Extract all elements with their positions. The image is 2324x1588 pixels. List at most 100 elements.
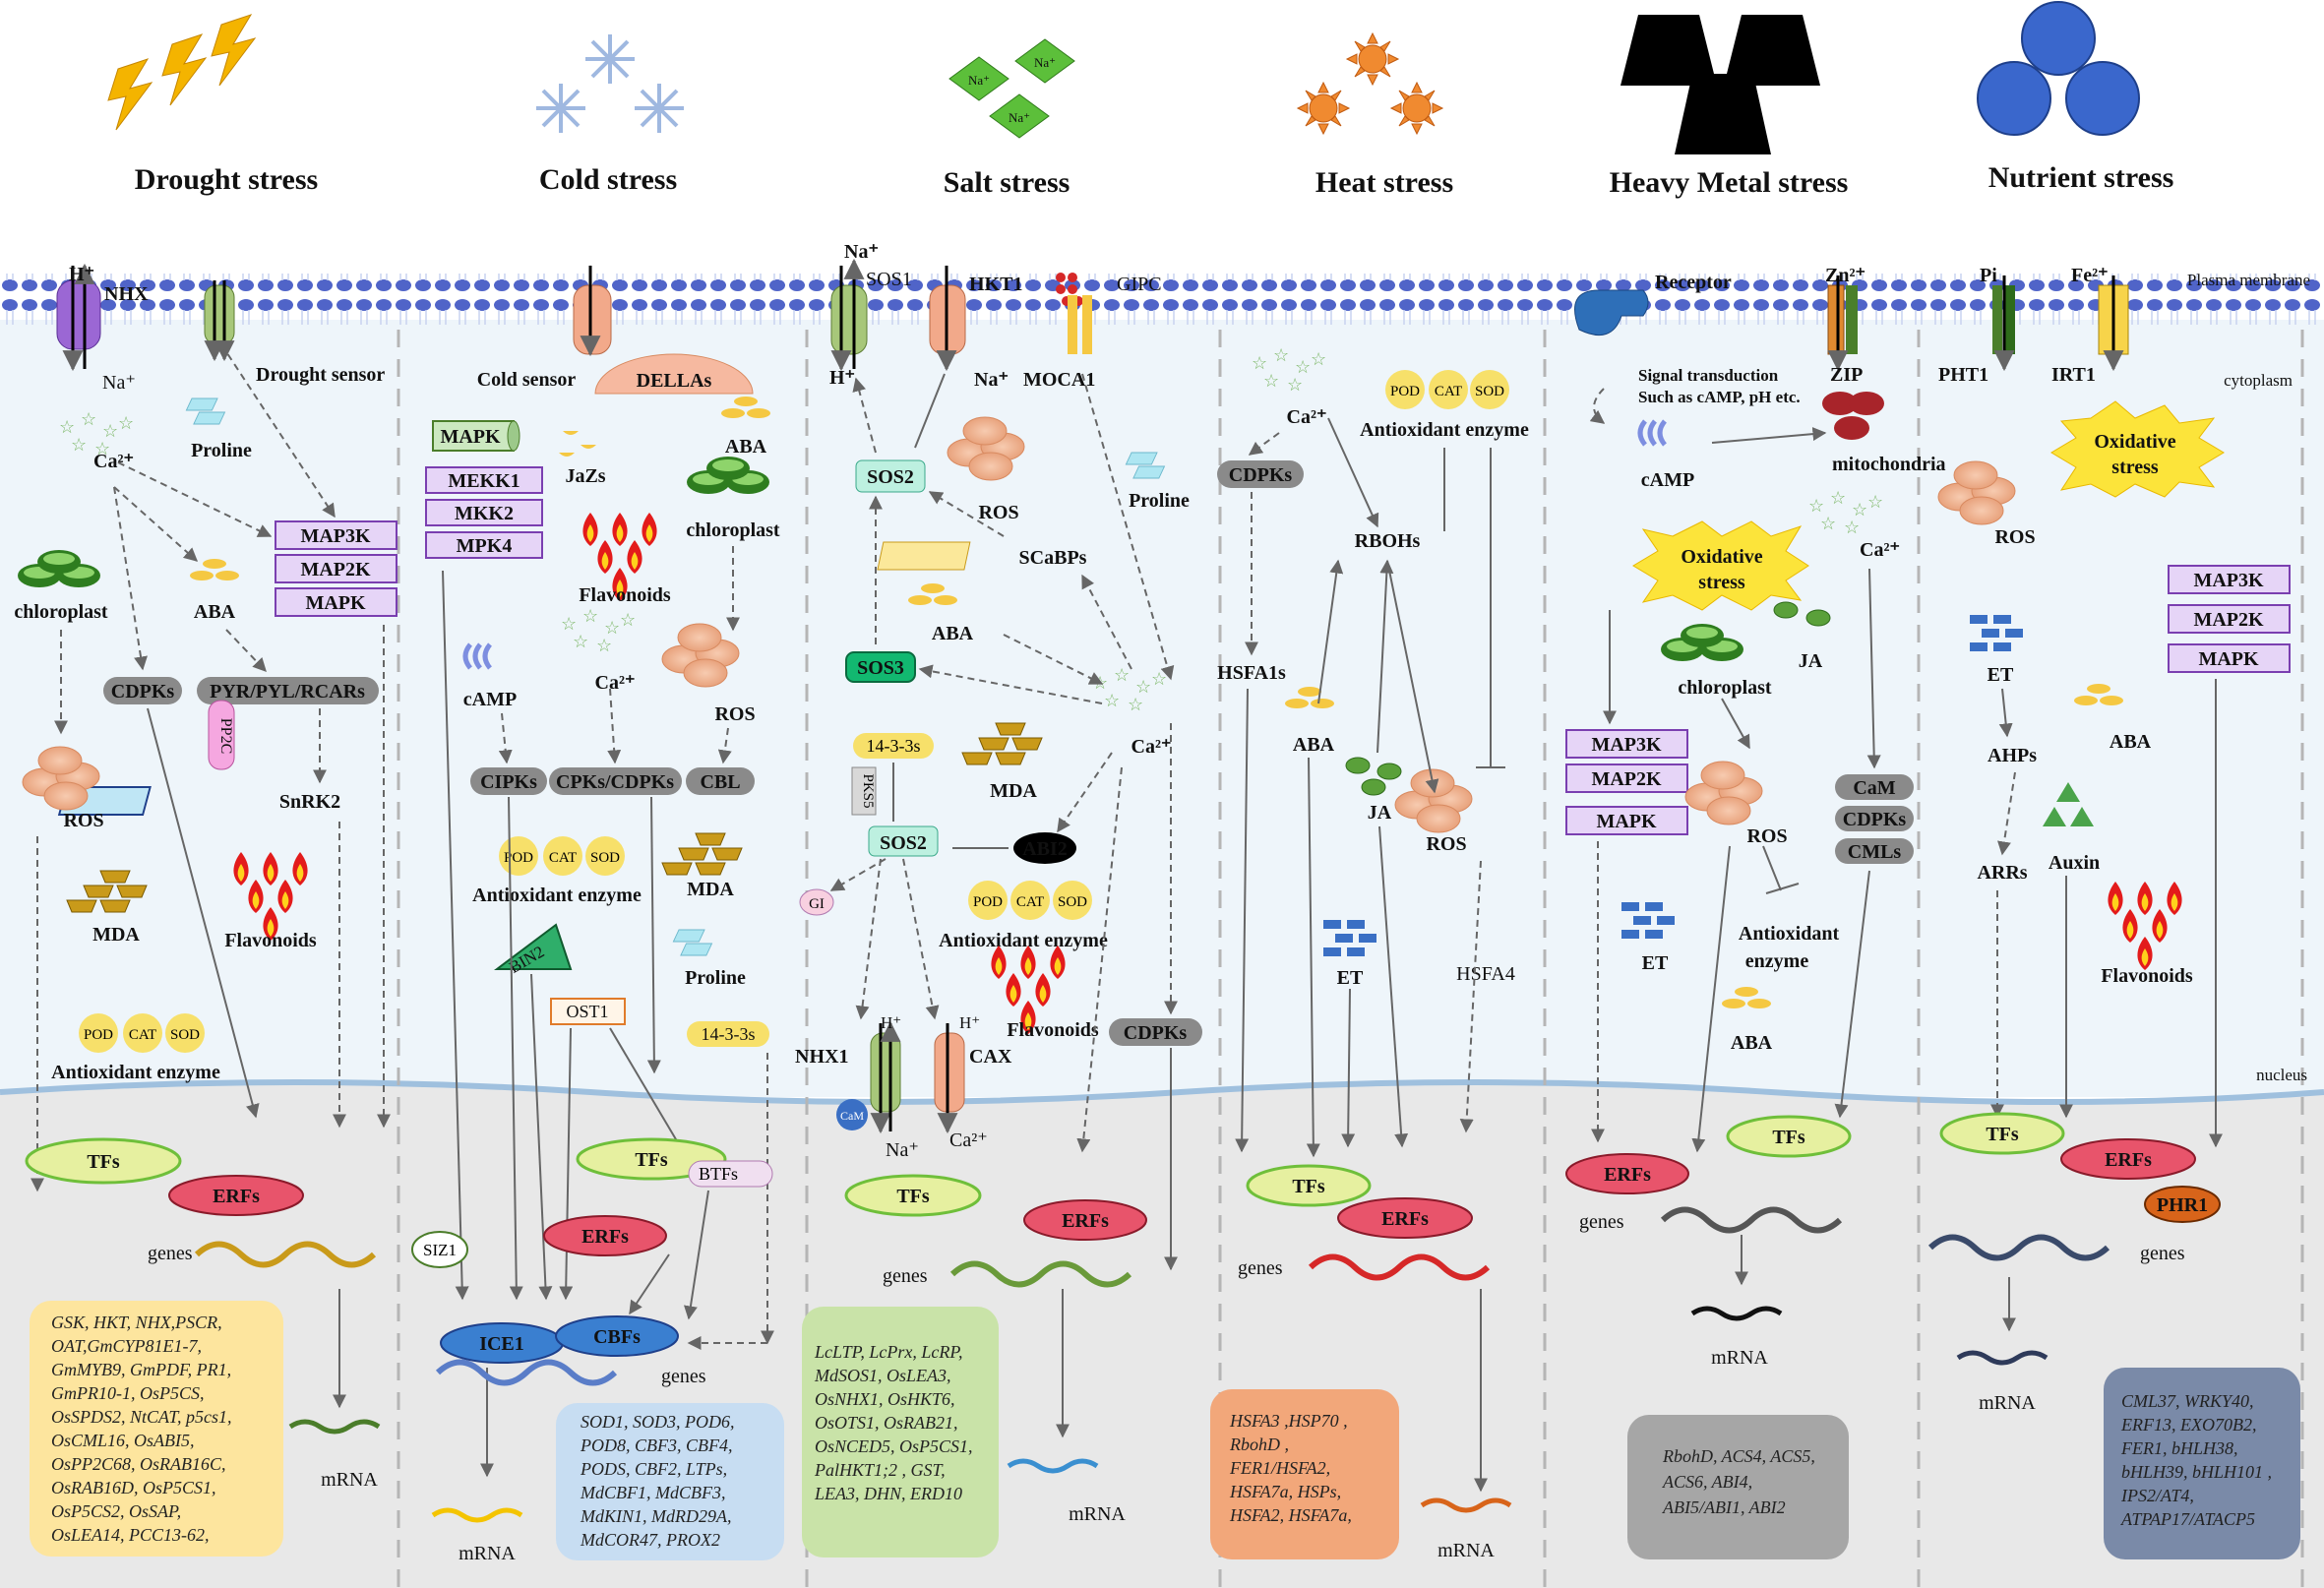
heat-genes-label: genes bbox=[1238, 1257, 1283, 1279]
heat-tfs-oval: TFs bbox=[1292, 1176, 1325, 1197]
nhx1-h-label: H⁺ bbox=[881, 1013, 901, 1032]
gene-line: ACS6, ABI4, bbox=[1662, 1472, 1752, 1492]
cold-gene-box bbox=[556, 1403, 784, 1560]
nucleus-label: nucleus bbox=[2256, 1066, 2307, 1084]
cold-title: Cold stress bbox=[539, 163, 677, 196]
nutrient-mrna-label: mRNA bbox=[1979, 1392, 2036, 1414]
cold-erfs-oval: ERFs bbox=[581, 1226, 629, 1248]
salt-erfs-oval: ERFs bbox=[1062, 1210, 1109, 1232]
gene-line: OsLEA14, PCC13-62, bbox=[51, 1525, 210, 1545]
cold-tfs-oval: TFs bbox=[635, 1149, 668, 1171]
metal-map2k-box: MAP2K bbox=[1591, 768, 1662, 790]
nutrient-panel: Pi PHT1 Fe²⁺ IRT1 Oxidative stress ROS M… bbox=[1930, 265, 2300, 1559]
gene-line: OsNCED5, OsP5CS1, bbox=[815, 1436, 973, 1456]
gene-line: RbohD, ACS4, ACS5, bbox=[1662, 1446, 1815, 1466]
gene-line: MdSOS1, OsLEA3, bbox=[814, 1366, 951, 1385]
metal-cmls-pill: CMLs bbox=[1848, 841, 1902, 863]
metal-erfs-oval: ERFs bbox=[1604, 1164, 1651, 1186]
rbohs-label: RBOHs bbox=[1355, 530, 1421, 552]
drought-title: Drought stress bbox=[135, 163, 318, 196]
tfs-oval: TFs bbox=[87, 1151, 120, 1173]
mapk-box: MAPK bbox=[305, 592, 366, 614]
metal-ros-label: ROS bbox=[1746, 825, 1787, 847]
heat-aba-label: ABA bbox=[1293, 734, 1335, 756]
heat-gene-box bbox=[1210, 1389, 1399, 1559]
drought-panel: H⁺ NHX Na⁺ Drought sensor Proline Ca²⁺ c… bbox=[14, 263, 398, 1557]
metal-genes-label: genes bbox=[1579, 1211, 1624, 1233]
pod-label: POD bbox=[504, 850, 533, 866]
gene-line: FER1/HSFA2, bbox=[1229, 1458, 1330, 1478]
nutrient-flavonoids-label: Flavonoids bbox=[2101, 965, 2193, 987]
heat-antiox-label: Antioxidant enzyme bbox=[1360, 419, 1529, 441]
sod-label: SOD bbox=[1475, 384, 1504, 399]
cold-sensor-label: Cold sensor bbox=[477, 369, 577, 391]
gene-line: OsOTS1, OsRAB21, bbox=[815, 1413, 958, 1433]
hsfa4-label: HSFA4 bbox=[1456, 963, 1515, 985]
nutrient-oxid-line1: Oxidative bbox=[2094, 431, 2175, 453]
gene-line: PalHKT1;2 , GST, bbox=[814, 1460, 946, 1480]
gene-line: OsSPDS2, NtCAT, p5cs1, bbox=[51, 1407, 232, 1427]
nutrient-gene-box bbox=[2104, 1368, 2300, 1559]
gene-line: ERF13, EXO70B2, bbox=[2120, 1415, 2256, 1435]
pks5-label: PKS5 bbox=[860, 773, 876, 808]
snrk2-box: SnRK2 bbox=[279, 791, 340, 813]
cold-aba-label: ABA bbox=[725, 436, 767, 458]
plasma-membrane bbox=[0, 274, 2324, 325]
cat-label: CAT bbox=[1016, 894, 1044, 910]
genes-label: genes bbox=[148, 1243, 193, 1264]
salt-title: Salt stress bbox=[944, 166, 1070, 199]
gipc-label: GIPC bbox=[1117, 274, 1162, 295]
svg-text:Na⁺: Na⁺ bbox=[1034, 55, 1056, 70]
cat-label: CAT bbox=[1435, 384, 1462, 399]
cam-label: CaM bbox=[840, 1109, 864, 1123]
salt-aba-label: ABA bbox=[932, 623, 974, 644]
metal-cdpks-pill: CDPKs bbox=[1843, 809, 1907, 830]
cipks-pill: CIPKs bbox=[480, 771, 537, 793]
salt-h-label: H⁺ bbox=[829, 367, 855, 389]
heat-cdpks-pill: CDPKs bbox=[1229, 464, 1293, 486]
zip-label: ZIP bbox=[1830, 364, 1863, 386]
salt-crystal-icon: Na⁺ Na⁺ Na⁺ bbox=[948, 38, 1075, 139]
mekk1-box: MEKK1 bbox=[448, 470, 520, 492]
metal-oxid-line2: stress bbox=[1698, 572, 1745, 593]
pod-label: POD bbox=[84, 1027, 113, 1043]
zn-label: Zn²⁺ bbox=[1825, 265, 1865, 286]
sod-label: SOD bbox=[590, 850, 620, 866]
snowflake-icon bbox=[536, 34, 684, 133]
gene-line: PODS, CBF2, LTPs, bbox=[580, 1459, 727, 1479]
cold-flavonoids-label: Flavonoids bbox=[579, 584, 671, 606]
gene-line: GmPR10-1, OsP5CS, bbox=[51, 1383, 205, 1403]
svg-text:Na⁺: Na⁺ bbox=[1009, 110, 1030, 125]
scabps-box: SCaBPs bbox=[1019, 547, 1087, 569]
heat-panel: Ca²⁺ POD CAT SOD Antioxidant enzyme CDPK… bbox=[1210, 345, 1529, 1561]
gene-line: HSFA3 ,HSP70 , bbox=[1229, 1411, 1348, 1431]
proline-label: Proline bbox=[191, 440, 252, 461]
gene-line: bHLH39, bHLH101 , bbox=[2121, 1462, 2272, 1482]
siz1-label: SIZ1 bbox=[423, 1241, 457, 1259]
map3k-box: MAP3K bbox=[300, 525, 371, 547]
heavy-metal-panel: Receptor Zn²⁺ ZIP Signal transduction Su… bbox=[1565, 265, 1946, 1559]
pp2c-label: PP2C bbox=[217, 718, 234, 754]
metal-mapk-box: MAPK bbox=[1596, 811, 1657, 832]
nutrient-icon bbox=[1977, 1, 2140, 136]
nutrient-erfs-oval: ERFs bbox=[2105, 1149, 2152, 1171]
metal-et-label: ET bbox=[1642, 952, 1669, 974]
gene-line: POD8, CBF3, CBF4, bbox=[580, 1435, 733, 1455]
na-ion-label: Na⁺ bbox=[102, 372, 136, 394]
mrna-label: mRNA bbox=[321, 1469, 378, 1491]
receptor-label: Receptor bbox=[1655, 272, 1732, 293]
pod-label: POD bbox=[1390, 384, 1420, 399]
gene-line: OsRAB16D, OsP5CS1, bbox=[51, 1478, 216, 1497]
salt-gene-box bbox=[802, 1307, 999, 1557]
ice1-oval: ICE1 bbox=[479, 1333, 524, 1355]
gene-line: OsNHX1, OsHKT6, bbox=[815, 1389, 955, 1409]
cold-panel: Cold sensor DELLAs MAPK MEKK1 MKK2 MPK4 … bbox=[411, 266, 784, 1564]
cold-genes-label: genes bbox=[661, 1366, 706, 1387]
cax-label: CAX bbox=[969, 1046, 1012, 1068]
ros-label: ROS bbox=[63, 810, 103, 831]
heat-mrna-label: mRNA bbox=[1437, 1540, 1495, 1561]
metal-ca-label: Ca²⁺ bbox=[1860, 539, 1900, 561]
metal-camp-label: cAMP bbox=[1641, 469, 1694, 491]
cold-mrna-label: mRNA bbox=[459, 1543, 516, 1564]
salt-mrna-label: mRNA bbox=[1069, 1503, 1126, 1525]
